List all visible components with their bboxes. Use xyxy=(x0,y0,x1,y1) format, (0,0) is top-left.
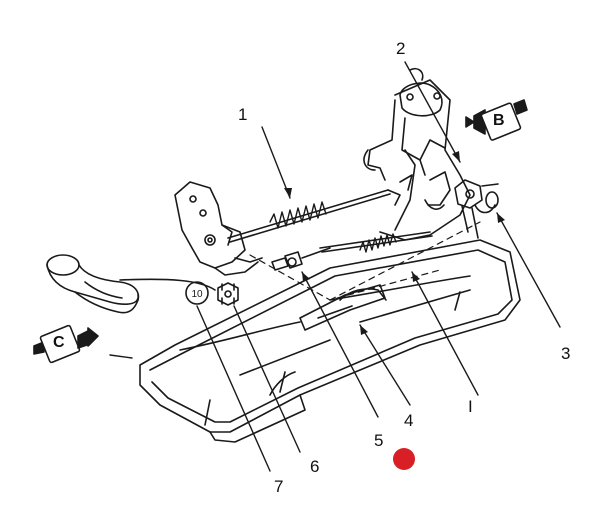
callout-i: I xyxy=(468,397,473,416)
carburetor-body xyxy=(363,67,471,241)
throttle-bracket xyxy=(174,181,263,276)
callout-3: 3 xyxy=(561,344,571,363)
callout-2: 2 xyxy=(396,39,406,58)
washer-mark: 10 xyxy=(191,289,203,300)
callout-1: 1 xyxy=(238,105,248,124)
linkage-clip xyxy=(454,179,499,239)
view-tag-c xyxy=(33,324,99,364)
throttle-spring xyxy=(269,201,327,229)
adjusting-screw xyxy=(271,247,331,271)
callout-4: 4 xyxy=(404,411,414,430)
view-tag-c-letter: C xyxy=(53,334,65,351)
dashed-lines xyxy=(249,221,481,301)
leader-arrowheads xyxy=(284,151,505,335)
red-marker-dot xyxy=(393,448,415,470)
castle-nut xyxy=(217,282,239,306)
lower-spring xyxy=(359,233,397,253)
callout-6: 6 xyxy=(310,457,320,476)
view-tag-b-letter: B xyxy=(493,112,505,129)
callout-5: 5 xyxy=(374,431,384,450)
leader-lines xyxy=(109,61,561,472)
marked-washer: 10 xyxy=(185,281,209,305)
air-outlet-pipe xyxy=(46,254,216,314)
view-tag-b xyxy=(465,99,528,141)
callout-7: 7 xyxy=(274,477,284,496)
valve-cover xyxy=(139,239,521,443)
